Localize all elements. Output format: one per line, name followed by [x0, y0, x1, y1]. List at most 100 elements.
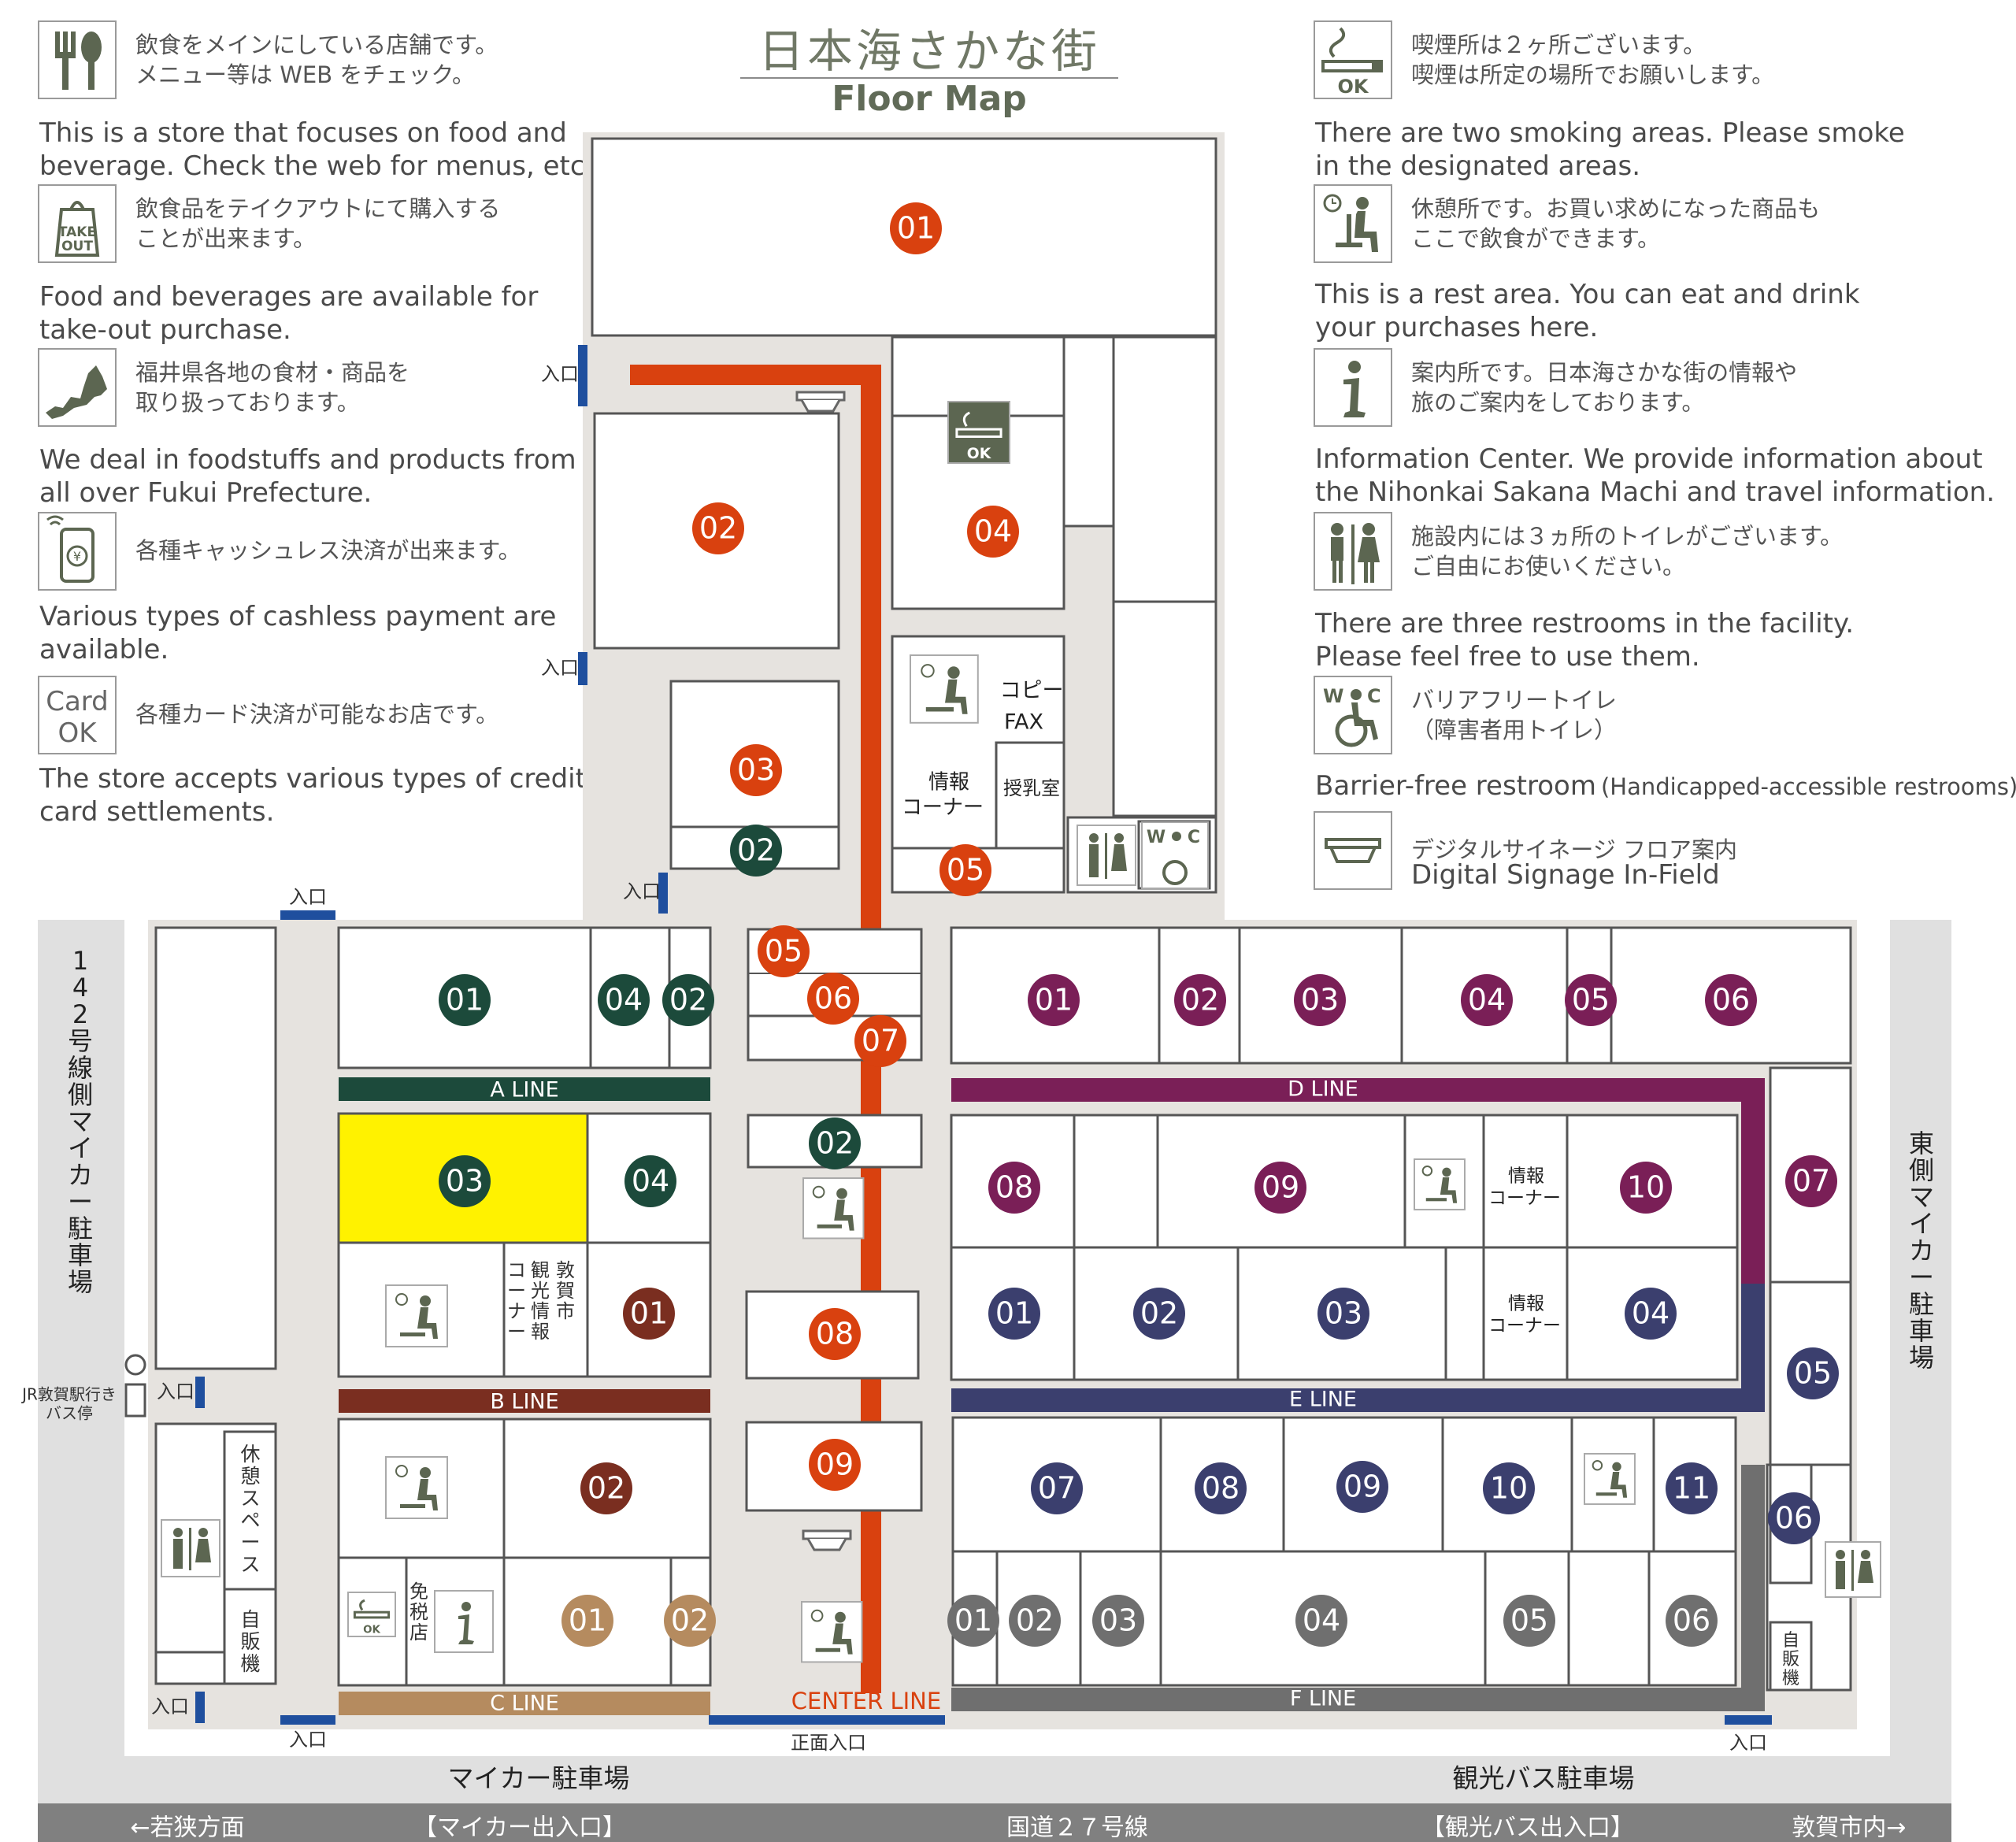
legend-text-jp: 各種キャッシュレス決済が出来ます。 [135, 537, 521, 564]
title-divider [740, 77, 1118, 79]
seat [925, 707, 954, 712]
seat [1595, 1492, 1617, 1496]
vertical-char: 休 [240, 1443, 260, 1466]
storage-room [1062, 335, 1115, 528]
badge-label: 03 [737, 753, 775, 788]
legend-text-en: The store accepts various types of credi… [39, 763, 586, 795]
shop-unit-f-storage [1567, 1550, 1651, 1687]
vertical-char: 側 [68, 1080, 93, 1110]
d-line-badge: 05 [1565, 974, 1617, 1026]
d-line-badge: 03 [1294, 974, 1346, 1026]
legend-text-en: all over Fukui Prefecture. [39, 477, 372, 509]
seat [1425, 1198, 1447, 1202]
badge-label: 01 [446, 983, 484, 1017]
entrance-label: 入口 [1729, 1732, 1767, 1754]
woman-head [1861, 1550, 1870, 1559]
vertical-char: 号 [68, 1026, 93, 1056]
badge-label: 10 [1490, 1471, 1528, 1506]
a-line-badge: 01 [439, 974, 491, 1026]
badge-circle [1768, 1492, 1820, 1544]
entrance-marker [195, 1377, 205, 1408]
body [458, 1614, 474, 1644]
main-entrance-marker [709, 1715, 945, 1725]
vertical-char: 1 [72, 946, 88, 976]
digital-signage-icon [1314, 811, 1392, 890]
vertical-char: ス [240, 1553, 260, 1576]
head [1442, 1167, 1451, 1177]
bus-stop-icon [124, 1354, 146, 1376]
legend-text-en: Digital Signage In-Field [1411, 859, 1720, 891]
icon-frame [1584, 1453, 1636, 1505]
legend-text-jp: 喫煙は所定の場所でお願いします。 [1411, 61, 1775, 88]
badge-label: 04 [1632, 1296, 1670, 1331]
vertical-char: ー [507, 1321, 526, 1343]
info-corner-label: 情報 [1508, 1166, 1544, 1187]
legend-text-jp: 飲食品をテイクアウトにて購入する [135, 195, 501, 222]
badge-circle [807, 973, 859, 1025]
entrance-marker [658, 873, 668, 914]
badge-circle [1133, 1288, 1185, 1340]
head [836, 1188, 847, 1199]
badge-circle [890, 202, 942, 254]
badge-label: 09 [1262, 1170, 1299, 1205]
f-line-badge: 06 [1666, 1595, 1718, 1647]
road-label: 【マイカー出入口】 [413, 1814, 626, 1842]
badge-label: 09 [816, 1447, 854, 1482]
badge-circle [1565, 974, 1617, 1026]
badge-label: 06 [1712, 983, 1750, 1017]
icon-frame [910, 654, 979, 724]
badge-label: 02 [669, 983, 707, 1017]
e-line-badge: 04 [1625, 1288, 1677, 1340]
badge-circle [662, 974, 714, 1026]
head [1612, 1462, 1621, 1472]
seat [400, 1332, 425, 1336]
seat [815, 1647, 840, 1652]
d-line-bar [951, 1078, 1765, 1284]
d-line-badge: 08 [988, 1162, 1040, 1214]
legend-text-jp: 施設内には３ヵ所のトイレがございます。 [1411, 523, 1844, 550]
entrance-label: 入口 [151, 1696, 189, 1718]
tourist-info-label: コーナー [507, 1259, 526, 1343]
center-line-label: CENTER LINE [791, 1688, 941, 1714]
d-line-badge: 02 [1174, 974, 1226, 1026]
badge-circle [1666, 1595, 1718, 1647]
legend-text-jp: 休憩所です。お買い求めになった商品も [1411, 195, 1821, 222]
badge-label: 02 [671, 1603, 709, 1638]
badge-circle [1195, 1462, 1247, 1514]
bus-parking-label: 観光バス駐車場 [1453, 1763, 1635, 1794]
badge-circle [624, 1155, 676, 1207]
man-head [173, 1528, 183, 1537]
icon-frame [1414, 1158, 1466, 1210]
sign-top [795, 391, 846, 402]
c-line-badge: 01 [561, 1595, 613, 1647]
entrance-label: 入口 [289, 1729, 327, 1751]
icon-w: W [1147, 828, 1166, 847]
svg-text:W: W [1323, 685, 1343, 707]
national-route-27 [38, 1803, 1951, 1842]
man-head [1089, 833, 1099, 843]
e-storage [1444, 1246, 1485, 1381]
d-line-label: D LINE [1288, 1077, 1358, 1102]
tourist-info-label: 敦賀市 [556, 1259, 575, 1322]
vertical-char: 自 [240, 1608, 260, 1631]
vertical-char: 販 [240, 1630, 260, 1653]
bus-stop-label: JR敦賀駅行き [20, 1385, 117, 1404]
bus-stop-post [124, 1383, 146, 1418]
legend-text-en: We deal in foodstuffs and products from [39, 444, 576, 476]
head [947, 666, 960, 679]
center-line-badge: 06 [807, 973, 859, 1025]
vertical-char: 駐 [68, 1214, 93, 1243]
legend-text-en-sub: (Handicapped-accessible restrooms) [1600, 773, 2016, 800]
badge-label: 02 [816, 1126, 854, 1161]
tax-free-label: 免税店 [410, 1581, 428, 1644]
legend-text-en: Barrier-free restroom(Handicapped-access… [1315, 769, 2016, 803]
svg-text:OK: OK [57, 717, 98, 749]
information-icon [1314, 348, 1392, 427]
center-line-badge: 09 [809, 1439, 861, 1491]
vertical-char: 報 [531, 1321, 550, 1343]
entrance-label: 入口 [623, 880, 661, 902]
